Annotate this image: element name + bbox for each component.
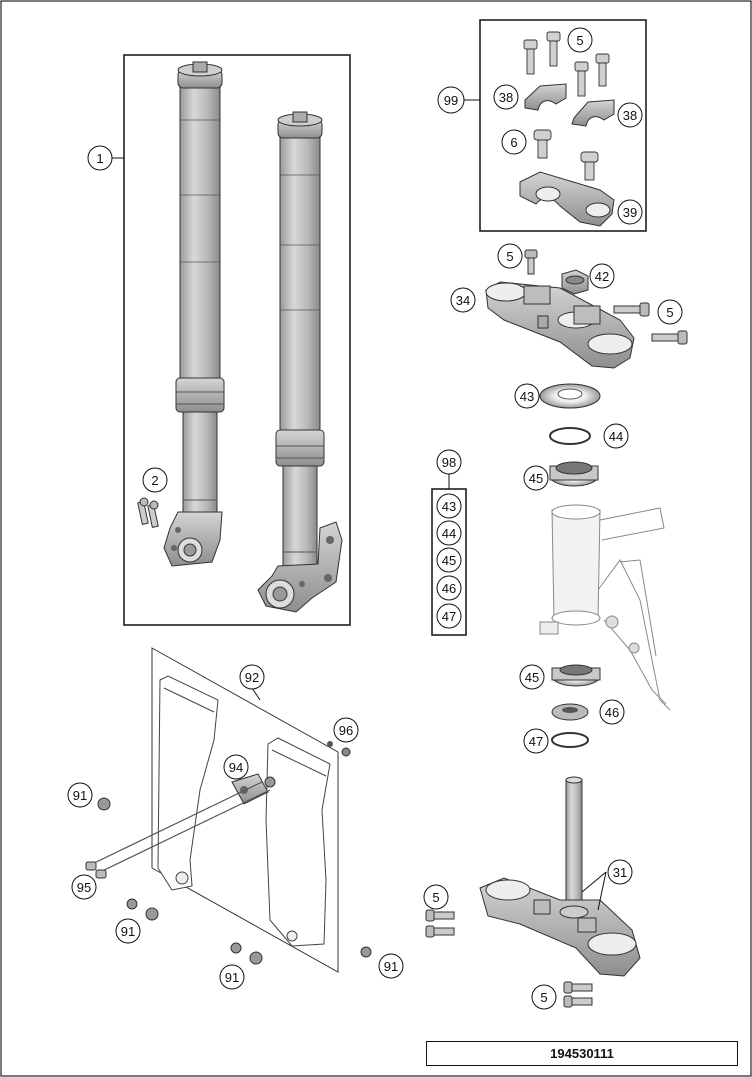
svg-text:5: 5 xyxy=(576,33,583,48)
frame-steering-head xyxy=(539,504,671,711)
diagram-id-box: 194530111 xyxy=(426,1041,738,1066)
callout-bubbles: 1 2 5 99 38 38 6 39 5 42 34 5 43 44 98 4… xyxy=(67,27,683,1010)
svg-text:1: 1 xyxy=(96,151,103,166)
svg-text:5: 5 xyxy=(540,990,547,1005)
svg-text:45: 45 xyxy=(529,471,543,486)
callout-38: 38 xyxy=(617,102,643,128)
svg-text:98: 98 xyxy=(442,455,456,470)
left-fork-leg xyxy=(163,61,225,567)
callout-91: 91 xyxy=(115,918,141,944)
callout-96: 96 xyxy=(333,717,359,743)
svg-text:43: 43 xyxy=(442,499,456,514)
callout-94: 94 xyxy=(223,754,249,780)
kit-item-44: 44 xyxy=(436,520,462,546)
callout-95: 95 xyxy=(71,874,97,900)
callout-91: 91 xyxy=(67,782,93,808)
callout-2: 2 xyxy=(142,467,168,493)
kit-item-45: 45 xyxy=(436,547,462,573)
svg-text:5: 5 xyxy=(432,890,439,905)
callout-45: 45 xyxy=(519,664,545,690)
svg-text:2: 2 xyxy=(151,473,158,488)
right-fork-leg xyxy=(257,111,343,613)
handlebar-clamp-group xyxy=(479,19,647,232)
svg-text:46: 46 xyxy=(605,705,619,720)
callout-39: 39 xyxy=(617,199,643,225)
svg-text:5: 5 xyxy=(666,305,673,320)
svg-text:6: 6 xyxy=(510,135,517,150)
callout-91: 91 xyxy=(378,953,404,979)
callout-42: 42 xyxy=(589,263,615,289)
svg-text:47: 47 xyxy=(442,609,456,624)
svg-text:42: 42 xyxy=(595,269,609,284)
callout-47: 47 xyxy=(523,728,549,754)
callout-43: 43 xyxy=(514,383,540,409)
fork-legs-group xyxy=(123,54,351,626)
svg-text:91: 91 xyxy=(384,959,398,974)
callout-31: 31 xyxy=(607,859,633,885)
callout-5: 5 xyxy=(567,27,593,53)
fork-protector-group xyxy=(85,647,372,973)
callout-5: 5 xyxy=(497,243,523,269)
svg-text:99: 99 xyxy=(444,93,458,108)
kit-item-47: 47 xyxy=(436,603,462,629)
callout-99: 99 xyxy=(437,86,465,114)
svg-text:34: 34 xyxy=(456,293,470,308)
callout-46: 46 xyxy=(599,699,625,725)
callout-5: 5 xyxy=(531,984,557,1010)
callout-5: 5 xyxy=(657,299,683,325)
lower-triple-clamp xyxy=(425,776,641,1008)
svg-text:43: 43 xyxy=(520,389,534,404)
svg-text:91: 91 xyxy=(225,970,239,985)
callout-92: 92 xyxy=(239,664,265,690)
svg-text:44: 44 xyxy=(609,429,623,444)
callout-98: 98 xyxy=(436,449,462,475)
upper-triple-clamp xyxy=(485,249,688,369)
diagram-id: 194530111 xyxy=(550,1046,614,1061)
steering-bearing-stack xyxy=(539,383,601,748)
callout-34: 34 xyxy=(450,287,476,313)
svg-text:45: 45 xyxy=(525,670,539,685)
svg-text:31: 31 xyxy=(613,865,627,880)
svg-text:45: 45 xyxy=(442,553,456,568)
callout-45: 45 xyxy=(523,465,549,491)
svg-text:38: 38 xyxy=(623,108,637,123)
svg-text:91: 91 xyxy=(73,788,87,803)
callout-38: 38 xyxy=(493,84,519,110)
callout-5: 5 xyxy=(423,884,449,910)
callout-44: 44 xyxy=(603,423,629,449)
svg-text:46: 46 xyxy=(442,581,456,596)
kit-item-46: 46 xyxy=(436,575,462,601)
callout-91: 91 xyxy=(219,964,245,990)
svg-text:47: 47 xyxy=(529,734,543,749)
clamp-kit-frame xyxy=(479,19,647,232)
svg-text:94: 94 xyxy=(229,760,243,775)
svg-text:92: 92 xyxy=(245,670,259,685)
callout-1: 1 xyxy=(87,145,113,171)
callout-6: 6 xyxy=(501,129,527,155)
kit-item-43: 43 xyxy=(436,493,462,519)
fork-legs-frame xyxy=(123,54,351,626)
svg-text:39: 39 xyxy=(623,205,637,220)
svg-text:38: 38 xyxy=(499,90,513,105)
svg-text:96: 96 xyxy=(339,723,353,738)
svg-text:44: 44 xyxy=(442,526,456,541)
svg-text:91: 91 xyxy=(121,924,135,939)
svg-text:95: 95 xyxy=(77,880,91,895)
bolts-item-2 xyxy=(137,497,159,528)
leader-lines xyxy=(112,99,607,911)
svg-text:5: 5 xyxy=(506,249,513,264)
